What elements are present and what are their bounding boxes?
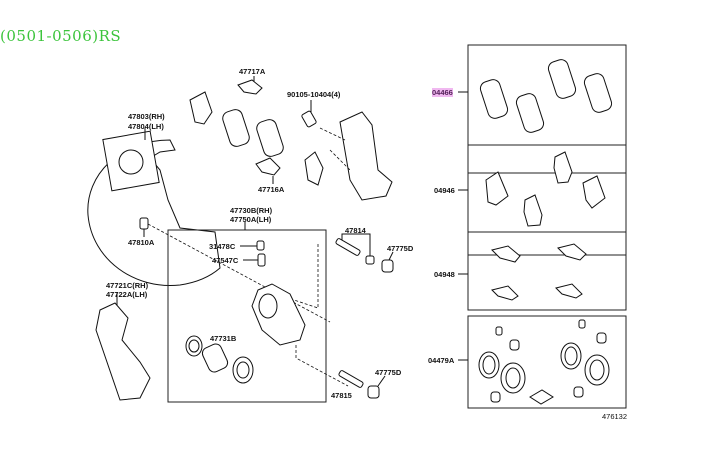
label-bleeder-plug[interactable]: 47547C <box>212 256 239 265</box>
pad-assembly-drawing <box>189 76 284 184</box>
label-slide-pin-lower[interactable]: 47815 <box>331 391 352 400</box>
label-bleeder-bolt[interactable]: 47810A <box>128 238 155 247</box>
kit-shim-icons <box>485 151 606 227</box>
caliper-mounting-drawing <box>95 292 151 401</box>
caliper-drawing <box>185 240 349 387</box>
kit-box-04948[interactable] <box>467 231 627 311</box>
kit-box-04479A[interactable] <box>467 315 627 409</box>
label-kit-04479A[interactable]: 04479A <box>428 356 455 365</box>
model-range-title: (0501-0506)RS <box>0 27 122 45</box>
label-pin-boot-lower[interactable]: 47775D <box>375 368 402 377</box>
diagram-id: 476132 <box>602 412 628 421</box>
label-kit-04948[interactable]: 04948 <box>434 270 455 279</box>
label-kit-04466[interactable]: 04466 <box>432 88 453 97</box>
kit-box-04466[interactable] <box>467 44 627 174</box>
kit-seal-icons <box>478 319 610 405</box>
torque-plate-drawing <box>301 100 393 201</box>
label-caliper-rh[interactable]: 47730B(RH) <box>230 206 273 215</box>
label-shim-clip-upper[interactable]: 47717A <box>239 67 266 76</box>
kit-box-04946-frame[interactable] <box>467 144 627 256</box>
label-kit-04946[interactable]: 04946 <box>434 186 455 195</box>
label-caliper-lh[interactable]: 47750A(LH) <box>230 215 272 224</box>
bleeder-drawing <box>139 217 331 323</box>
label-piston[interactable]: 47731B <box>210 334 237 343</box>
label-shim-clip-lower[interactable]: 47716A <box>258 185 285 194</box>
kit-pad-icons <box>479 59 613 133</box>
label-bleeder-cap[interactable]: 31478C <box>209 242 236 251</box>
label-bolt[interactable]: 90105-10404(4) <box>287 90 341 99</box>
slide-pin-drawing <box>335 233 394 399</box>
backing-plate-drawing <box>87 128 221 287</box>
kit-clip-icons <box>491 243 587 301</box>
label-pin-boot-upper[interactable]: 47775D <box>387 244 414 253</box>
label-mounting-lh[interactable]: 47722A(LH) <box>106 290 148 299</box>
caliper-assembly-box <box>167 229 327 403</box>
label-slide-pin-upper[interactable]: 47814 <box>345 226 366 235</box>
label-backing-plate-rh[interactable]: 47803(RH) <box>128 112 165 121</box>
label-backing-plate-lh[interactable]: 47804(LH) <box>128 122 164 131</box>
label-mounting-rh[interactable]: 47721C(RH) <box>106 281 149 290</box>
